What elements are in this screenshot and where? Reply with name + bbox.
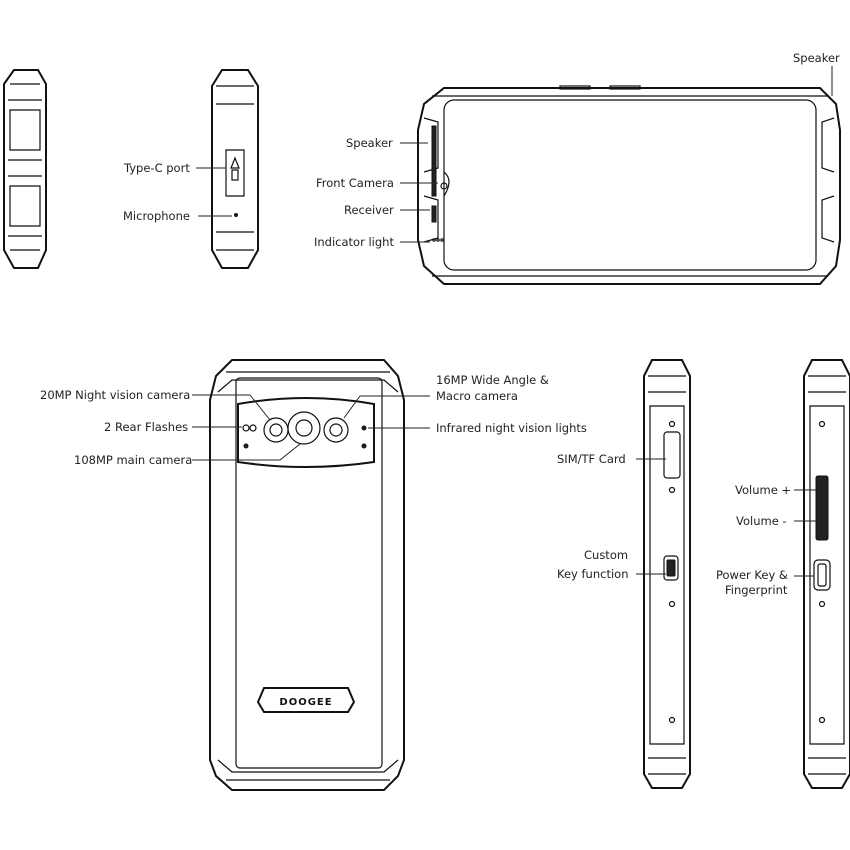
label-indicator-light: Indicator light: [314, 235, 394, 249]
label-infrared-lights: Infrared night vision lights: [436, 421, 587, 435]
power-key: [813, 559, 831, 591]
label-sim-card: SIM/TF Card: [557, 452, 626, 466]
custom-key: [663, 555, 679, 581]
main-camera-lens: [287, 411, 321, 445]
front-speaker-grille: [431, 125, 437, 197]
label-wide-angle-2: Macro camera: [436, 389, 518, 403]
rear-flash-1: [242, 424, 250, 432]
label-front-camera: Front Camera: [316, 176, 394, 190]
camera-module: [237, 397, 375, 468]
label-power-2: Fingerprint: [725, 583, 788, 597]
receiver-grille: [431, 205, 437, 223]
label-power-1: Power Key &: [716, 568, 788, 582]
side-view-bottom: [211, 69, 259, 269]
back-view: DOOGEE: [209, 359, 405, 791]
label-volume-down: Volume -: [736, 514, 787, 528]
front-camera-lens: [440, 182, 448, 190]
label-rear-flashes: 2 Rear Flashes: [104, 420, 188, 434]
brand-badge: [256, 687, 356, 713]
label-microphone: Microphone: [123, 209, 190, 223]
side-view-buttons: [803, 359, 850, 789]
rear-flash-2: [249, 424, 257, 432]
label-night-vision-camera: 20MP Night vision camera: [40, 388, 190, 402]
label-speaker-top: Speaker: [793, 51, 840, 65]
label-type-c-port: Type-C port: [123, 161, 190, 175]
label-custom-1: Custom: [584, 548, 628, 562]
brand-logo-text: DOOGEE: [279, 697, 332, 708]
label-receiver: Receiver: [344, 203, 394, 217]
sim-tray: [663, 431, 681, 479]
wide-angle-camera-lens: [323, 417, 349, 443]
label-custom-2: Key function: [557, 567, 628, 581]
microphone-hole: [234, 213, 238, 217]
infrared-light-1: [361, 425, 367, 431]
label-main-camera: 108MP main camera: [74, 453, 192, 467]
side-view-sim: [643, 359, 691, 789]
front-view: [417, 85, 841, 285]
label-volume-up: Volume +: [735, 483, 791, 497]
label-wide-angle-1: 16MP Wide Angle &: [436, 373, 549, 387]
label-speaker: Speaker: [346, 136, 393, 150]
volume-buttons: [815, 475, 829, 541]
side-view-left: [3, 69, 47, 269]
